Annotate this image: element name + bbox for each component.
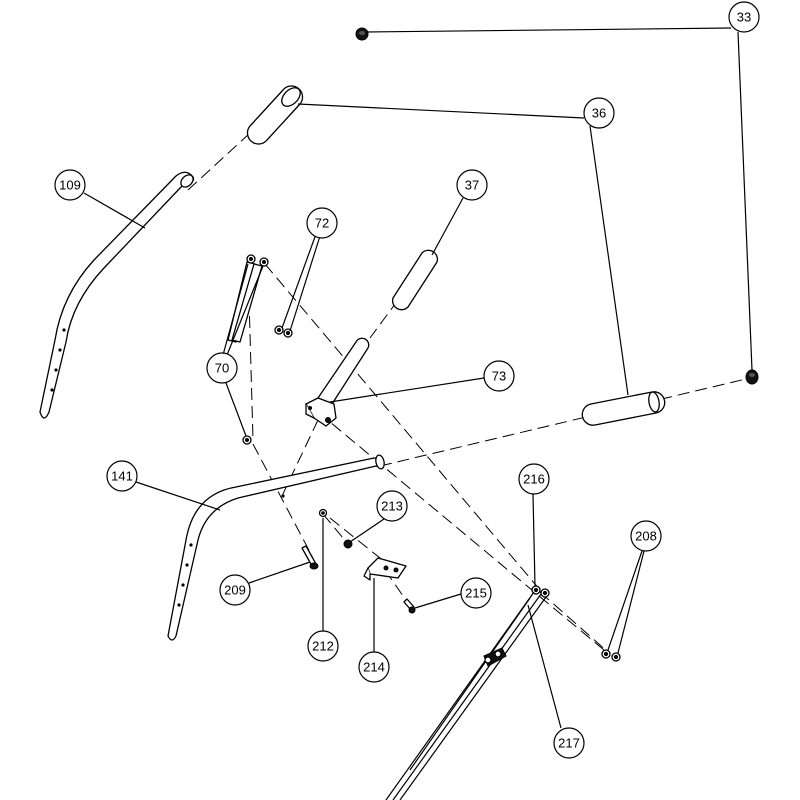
axis-bolt-70-c: [252, 443, 313, 557]
bolt-209: [301, 545, 319, 570]
callout-212-label: 212: [312, 639, 334, 654]
callout-70-label: 70: [215, 361, 229, 376]
foam-grip-right: [581, 391, 666, 426]
callout-141: 141: [106, 460, 138, 492]
callout-217: 217: [553, 727, 585, 759]
callout-33: 33: [728, 1, 760, 33]
callout-216-label: 216: [523, 472, 545, 487]
leader-72-a: [281, 233, 317, 329]
bracket-214: [363, 557, 407, 581]
callout-109-label: 109: [59, 178, 81, 193]
leader-72-b: [289, 235, 321, 332]
callout-208-label: 208: [635, 529, 657, 544]
callout-217-label: 217: [558, 736, 580, 751]
nuts-72: [274, 325, 293, 338]
axis-tube-141-to-cap-33: [379, 377, 751, 467]
foam-grip-upper: [246, 85, 304, 145]
leader-lines: [83, 27, 753, 729]
leader-208-b: [617, 550, 645, 654]
callout-212: 212: [307, 630, 339, 662]
leader-37: [431, 197, 464, 256]
callout-213-label: 213: [381, 499, 403, 514]
callout-37-label: 37: [465, 178, 479, 193]
leader-216: [532, 493, 536, 587]
leader-217: [527, 604, 562, 729]
handle-tube-141: [167, 454, 385, 641]
axis-bolts-208: [539, 591, 609, 653]
axis-nut-213: [322, 513, 349, 545]
leader-70-c: [225, 382, 247, 437]
callout-73: 73: [483, 360, 515, 392]
callout-213: 213: [376, 490, 408, 522]
handle-socket-73: [305, 337, 370, 427]
callout-36-label: 36: [592, 106, 606, 121]
foam-grip-37: [391, 249, 439, 311]
callout-37: 37: [456, 169, 488, 201]
callout-208: 208: [630, 520, 662, 552]
leader-213: [349, 518, 385, 543]
leader-36-grip-upper: [297, 103, 585, 119]
leader-36-grip-right: [589, 125, 629, 396]
leader-33-cap-right: [737, 31, 753, 371]
rods-217: [385, 591, 547, 800]
screw-215: [403, 598, 416, 614]
end-cap-right: [745, 369, 759, 385]
axis-bolt-70-b: [264, 263, 541, 591]
leader-33-cap-top: [365, 27, 732, 33]
callout-33-label: 33: [737, 10, 751, 25]
nut-70: [242, 435, 252, 445]
callout-209: 209: [219, 574, 251, 606]
axis-socket-to-rod: [317, 411, 611, 656]
leader-208-a: [607, 550, 643, 651]
bolt-212: [318, 508, 328, 518]
callout-215-label: 215: [465, 586, 487, 601]
leader-215: [414, 593, 462, 609]
axis-grip-37-to-socket: [369, 299, 399, 339]
callout-215: 215: [460, 577, 492, 609]
callout-214-label: 214: [363, 660, 385, 675]
callout-73-label: 73: [492, 369, 506, 384]
leader-209: [248, 561, 311, 584]
handle-tube-109: [39, 171, 195, 419]
leader-109: [83, 192, 146, 229]
leader-70-a: [222, 263, 249, 356]
callout-216: 216: [518, 463, 550, 495]
callout-36: 36: [583, 97, 615, 129]
callout-141-label: 141: [111, 469, 133, 484]
callout-72: 72: [306, 207, 338, 239]
callout-72-label: 72: [315, 216, 329, 231]
bolts-208: [601, 649, 621, 662]
callout-209-label: 209: [224, 583, 246, 598]
leader-70-b: [226, 265, 264, 356]
axis-socket-to-tube-141: [281, 419, 319, 497]
end-cap-top: [355, 27, 369, 41]
callout-70: 70: [206, 352, 238, 384]
callout-109: 109: [54, 169, 86, 201]
leader-73: [329, 377, 485, 403]
callout-214: 214: [358, 651, 390, 683]
leader-141: [135, 481, 221, 511]
